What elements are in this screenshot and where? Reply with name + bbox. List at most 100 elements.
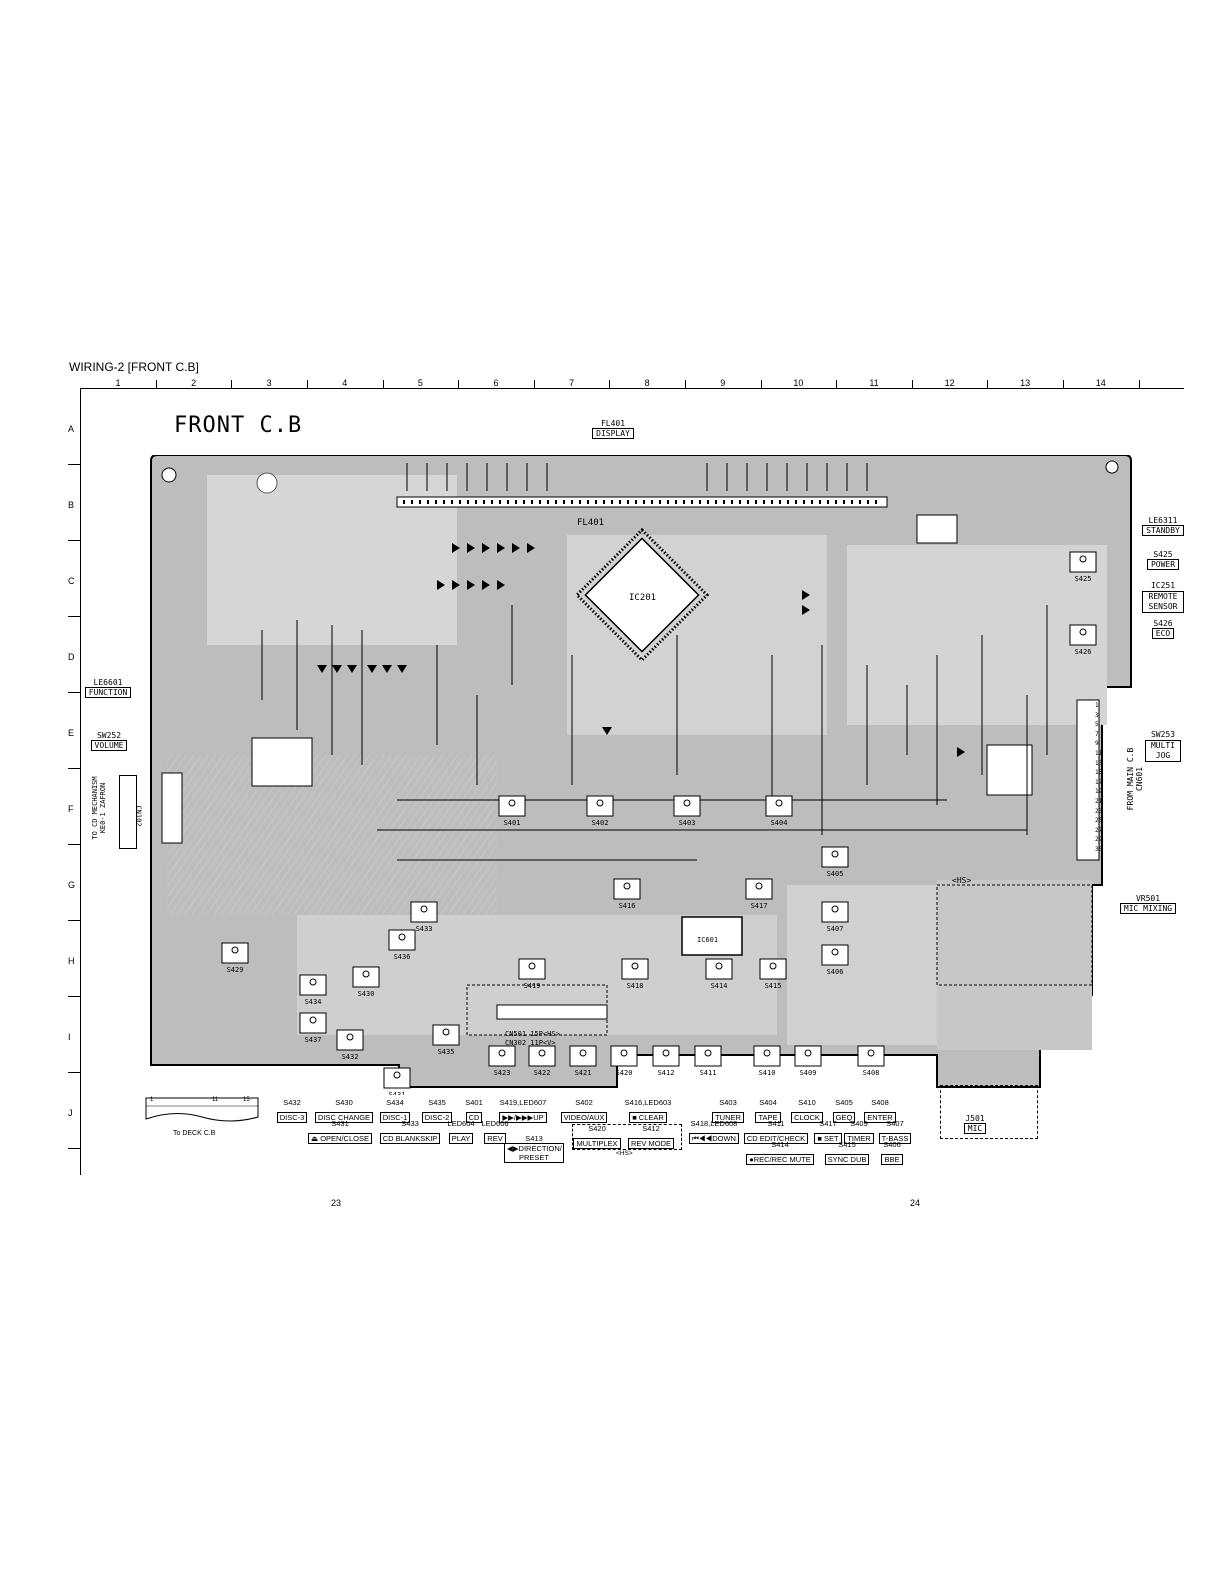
- tact-switch: S430: [352, 966, 380, 998]
- callout-label: VOLUME: [90, 740, 128, 751]
- legend-label: DISC-2: [421, 1112, 453, 1123]
- switch-silk: S401: [504, 819, 521, 827]
- hs-legend-group: [572, 1124, 682, 1150]
- callout-multi-jog: SW253 MULTI JOG: [1140, 730, 1186, 762]
- row-tick: [68, 616, 80, 617]
- cn601-pin: 21: [1095, 797, 1103, 805]
- row-tick: [68, 844, 80, 845]
- tact-switch: S412: [652, 1045, 680, 1077]
- tact-switch: S408: [857, 1045, 885, 1077]
- column-number: 12: [944, 378, 955, 388]
- tact-switch: S419: [518, 958, 546, 990]
- legend-ref: S411: [767, 1119, 785, 1128]
- tact-switch: S415: [759, 958, 787, 990]
- legend-ref: S410: [798, 1098, 816, 1107]
- callout-ref: J501: [965, 1114, 985, 1123]
- copper-region: [787, 885, 937, 1045]
- legend-label: ENTER: [864, 1112, 896, 1123]
- legend-label: VIDEO/AUX: [560, 1112, 608, 1123]
- pcb-board: FL401 IC201 IC601: [150, 455, 1132, 1095]
- legend-ref: S412: [642, 1124, 660, 1133]
- switch-silk: S412: [658, 1069, 675, 1077]
- column-tick: [836, 380, 837, 388]
- tact-switch: S404: [765, 795, 793, 827]
- legend-ref: S432: [283, 1098, 301, 1107]
- legend-ref: S404: [759, 1098, 777, 1107]
- callout-ref: LE6311: [1148, 516, 1178, 525]
- column-number: 9: [720, 378, 726, 388]
- legend-label: ⏮◀◀DOWN: [689, 1133, 739, 1144]
- switch-silk: S416: [619, 902, 636, 910]
- callout-ref: IC251: [1150, 581, 1176, 590]
- row-letter: J: [68, 1108, 73, 1118]
- legend-ref: S415: [838, 1140, 856, 1149]
- legend-label: CD EDIT/CHECK: [743, 1133, 809, 1144]
- column-number: 3: [266, 378, 272, 388]
- row-letter: F: [68, 804, 74, 814]
- ic601-silk: IC601: [697, 936, 718, 944]
- tact-switch: S426: [1069, 624, 1097, 656]
- cn601-pin: 9: [1095, 740, 1099, 748]
- sw253-encoder: [986, 744, 1033, 796]
- tact-switch: S402: [586, 795, 614, 827]
- column-number: 14: [1095, 378, 1106, 388]
- row-letter: E: [68, 728, 75, 738]
- switch-silk: S421: [575, 1069, 592, 1077]
- legend-label: T-BASS: [878, 1133, 912, 1144]
- legend-label: REV MODE: [627, 1138, 674, 1149]
- legend-ref: LED604: [447, 1119, 475, 1128]
- tact-switch: S435: [432, 1024, 460, 1056]
- callout-label: MIC: [963, 1123, 987, 1134]
- callout-label: STANDBY: [1142, 525, 1184, 536]
- legend-item: S417■ SET: [768, 1119, 888, 1146]
- column-tick: [761, 380, 762, 388]
- legend-label: TIMER: [844, 1133, 874, 1144]
- legend-item: S419,LED607▶▶/▶▶▶UP: [463, 1098, 583, 1125]
- cn601-pin: 27: [1095, 826, 1103, 834]
- legend-ref: S403: [719, 1098, 737, 1107]
- column-tick: [609, 380, 610, 388]
- column-number: 8: [644, 378, 650, 388]
- legend-item: S414●REC/REC MUTE: [720, 1140, 840, 1167]
- switch-silk: S436: [394, 953, 411, 961]
- deck-pin-11: 11: [212, 1097, 219, 1103]
- callout-label: ECO: [1151, 628, 1175, 639]
- cd-mechanism-connector: [119, 775, 137, 849]
- cn102-connector: [161, 772, 183, 844]
- cn601-pin: 11: [1095, 749, 1103, 757]
- tact-switch: S409: [794, 1045, 822, 1077]
- switch-silk: S404: [771, 819, 788, 827]
- j501-area: [940, 1085, 1038, 1139]
- cn501-connector: [496, 1004, 608, 1020]
- cn102-label: CN102: [134, 805, 143, 827]
- board-heading: FRONT C.B: [174, 413, 303, 438]
- row-letter: H: [68, 956, 75, 966]
- cn601-pin: 23: [1095, 807, 1103, 815]
- callout-mic: J501 MIC: [960, 1114, 990, 1134]
- tact-switch: S411: [694, 1045, 722, 1077]
- switch-silk: S402: [592, 819, 609, 827]
- tact-switch: S422: [528, 1045, 556, 1077]
- tact-switch: S436: [388, 929, 416, 961]
- switch-silk: S420: [616, 1069, 633, 1077]
- ic601: [681, 916, 743, 956]
- legend-label: TUNER: [712, 1112, 744, 1123]
- page-number-24: 24: [910, 1198, 921, 1208]
- legend-label: CLOCK: [791, 1112, 823, 1123]
- callout-eco: S426 ECO: [1142, 619, 1184, 639]
- legend-ref: LED606: [481, 1119, 509, 1128]
- row-letter: A: [68, 424, 75, 434]
- row-letter: G: [68, 880, 76, 890]
- switch-silk: S415: [765, 982, 782, 990]
- display-label: DISPLAY: [592, 428, 634, 439]
- callout-ref: SW252: [96, 731, 122, 740]
- column-number: 2: [191, 378, 197, 388]
